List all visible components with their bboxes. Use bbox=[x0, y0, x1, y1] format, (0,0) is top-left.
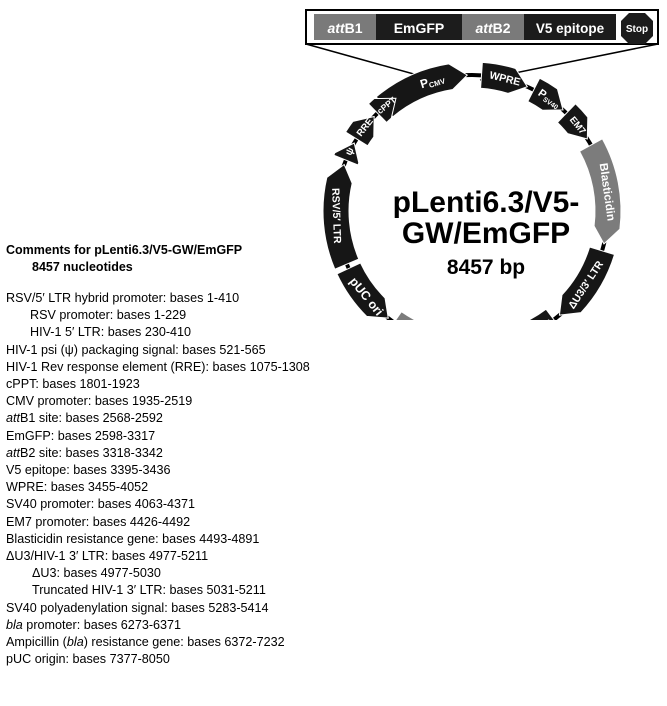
feature-item: pUC origin: bases 7377-8050 bbox=[6, 652, 170, 667]
plasmid-size: 8457 bp bbox=[447, 256, 525, 279]
feature-item: cPPT: bases 1801-1923 bbox=[6, 377, 140, 392]
cassette-v5-label: V5 epitope bbox=[536, 21, 605, 36]
feature-item: V5 epitope: bases 3395-3436 bbox=[6, 463, 171, 478]
feature-item: HIV-1 psi (ψ) packaging signal: bases 52… bbox=[6, 342, 266, 357]
feature-item: EM7 promoter: bases 4426-4492 bbox=[6, 514, 191, 529]
feature-item: Truncated HIV-1 3′ LTR: bases 5031-5211 bbox=[32, 583, 266, 598]
comments-subtitle: 8457 nucleotides bbox=[32, 260, 133, 274]
comments-title: Comments for pLenti6.3/V5-GW/EmGFP bbox=[6, 243, 243, 257]
arrow-puc-ori bbox=[336, 262, 389, 319]
feature-item: attB1 site: bases 2568-2592 bbox=[6, 411, 163, 426]
feature-item: SV40 promoter: bases 4063-4371 bbox=[6, 497, 196, 512]
feature-item: RSV/5′ LTR hybrid promoter: bases 1-410 bbox=[6, 291, 240, 305]
arrow-pcmv bbox=[375, 63, 469, 118]
cassette-connector-left bbox=[305, 43, 429, 79]
feature-item: ΔU3/HIV-1 3′ LTR: bases 4977-5211 bbox=[6, 549, 209, 564]
arrow-wpre bbox=[480, 61, 529, 94]
cassette-bar: attB1 EmGFP attB2 V5 epitope Stop bbox=[305, 9, 659, 81]
feature-item: CMV promoter: bases 1935-2519 bbox=[6, 394, 193, 409]
cassette-attb2 bbox=[462, 14, 524, 40]
feature-item: HIV-1 Rev response element (RRE): bases … bbox=[6, 359, 310, 374]
label-rsv-ltr: RSV/5′ LTR bbox=[329, 188, 343, 244]
comments-block: Comments for pLenti6.3/V5-GW/EmGFP 8457 … bbox=[6, 242, 426, 668]
stop-label: Stop bbox=[626, 24, 648, 35]
cassette-attb1-label: attB1 bbox=[327, 20, 362, 36]
arrow-ampicillin bbox=[395, 311, 417, 320]
cassette-emgfp bbox=[376, 14, 462, 40]
feature-arrows bbox=[322, 61, 622, 320]
feature-item: HIV-1 5′ LTR: bases 230-410 bbox=[30, 325, 192, 340]
stop-octagon-icon bbox=[621, 13, 653, 44]
feature-item: attB2 site: bases 3318-3342 bbox=[6, 445, 163, 460]
plasmid-name-line2: GW/EmGFP bbox=[402, 217, 570, 250]
arrow-rsv-ltr bbox=[322, 163, 360, 270]
feature-item: SV40 polyadenylation signal: bases 5283-… bbox=[6, 600, 269, 615]
feature-item: Blasticidin resistance gene: bases 4493-… bbox=[6, 531, 260, 546]
cassette-attb2-label: attB2 bbox=[475, 20, 510, 36]
arrow-psv40 bbox=[527, 77, 564, 111]
feature-item: bla promoter: bases 6273-6371 bbox=[6, 617, 182, 632]
arrow-blasticidin bbox=[578, 138, 622, 245]
cassette-emgfp-label: EmGFP bbox=[394, 20, 445, 36]
arrow-em7 bbox=[556, 103, 589, 140]
arrow-du3-ltr bbox=[558, 246, 616, 316]
arrow-sv40pa bbox=[527, 308, 555, 320]
feature-item: ΔU3: bases 4977-5030 bbox=[32, 566, 161, 581]
arrow-rre bbox=[344, 115, 375, 147]
feature-item: RSV promoter: bases 1-229 bbox=[30, 308, 187, 323]
arrow-cppt bbox=[367, 97, 397, 124]
cassette-v5 bbox=[524, 14, 616, 40]
cassette-attb1 bbox=[314, 14, 376, 40]
feature-item: EmGFP: bases 2598-3317 bbox=[6, 428, 156, 443]
feature-item: Ampicillin (bla) resistance gene: bases … bbox=[6, 635, 285, 650]
plasmid-name-line1: pLenti6.3/V5- bbox=[393, 186, 580, 219]
feature-item: WPRE: bases 3455-4052 bbox=[6, 480, 149, 495]
label-psi: ψ bbox=[343, 146, 356, 158]
arrow-psi bbox=[333, 142, 360, 166]
